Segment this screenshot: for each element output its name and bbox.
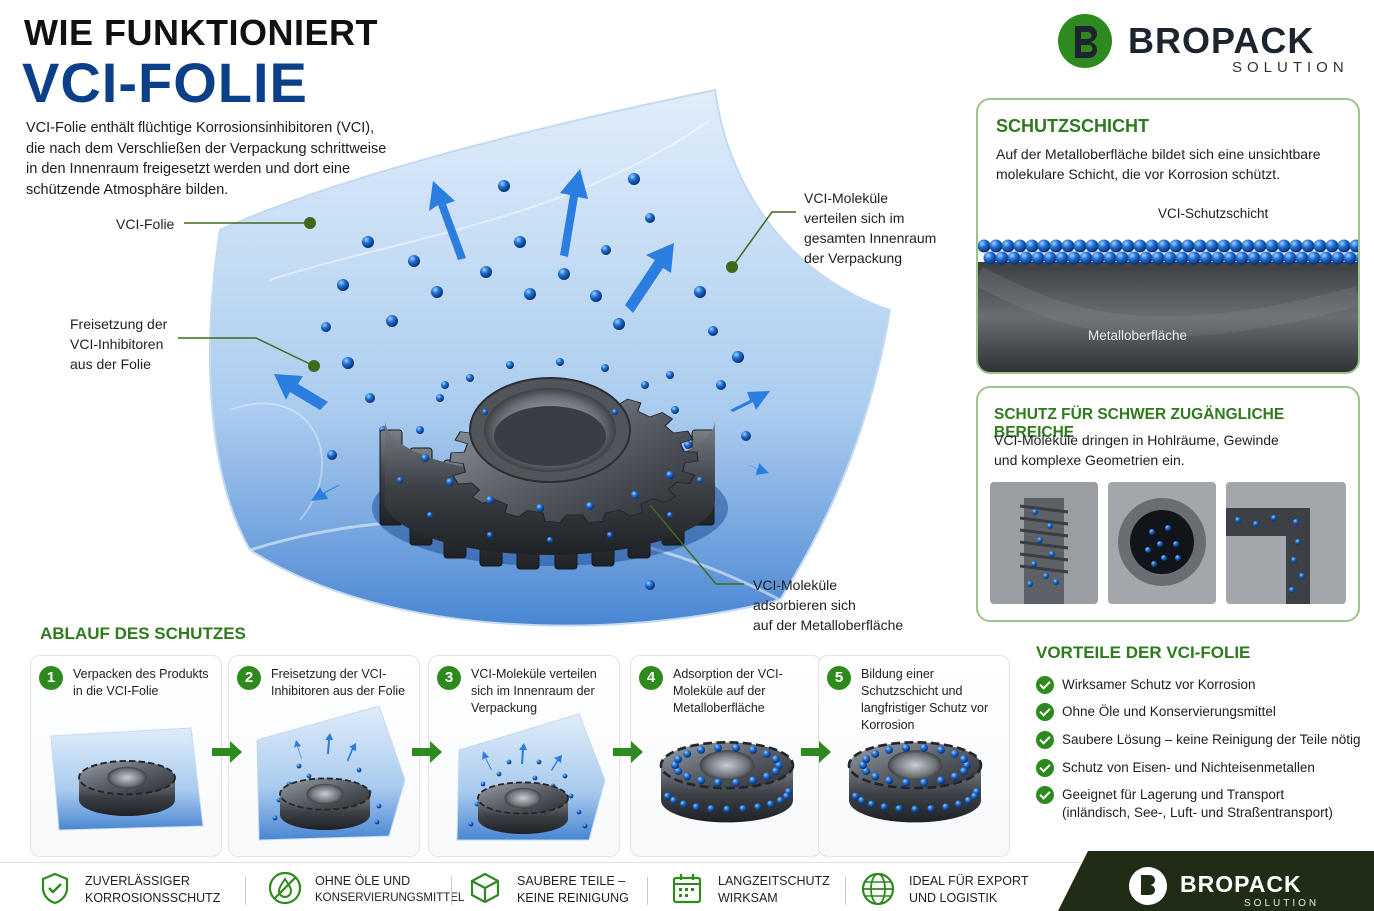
shield-check-icon [41, 872, 69, 905]
title-line-2: VCI-FOLIE [22, 51, 308, 114]
protective-layer-illustration [978, 239, 1358, 372]
step-2-illustration [256, 705, 406, 841]
zugaenglich-title: SCHUTZ FÜR SCHWER ZUGÄNGLICHE BEREICHE [994, 406, 1285, 441]
channel-image [1226, 482, 1346, 604]
footer-brand-corner [1058, 851, 1374, 911]
cavity-illustrations [990, 482, 1346, 604]
vorteil-item-1: Wirksamer Schutz vor Korrosion [1036, 676, 1256, 694]
check-icon [1036, 759, 1054, 777]
step-4: 4 Adsorption der VCI-Moleküle auf der Me… [630, 655, 822, 857]
vorteil-item-3: Saubere Lösung – keine Reinigung der Tei… [1036, 731, 1360, 749]
check-icon [1036, 676, 1054, 694]
schutzschicht-title: SCHUTZSCHICHT [996, 116, 1149, 136]
vorteile-title: VORTEILE DER VCI-FOLIE [1036, 643, 1251, 662]
panel-schutzschicht: SCHUTZSCHICHT Auf der Metalloberfläche b… [976, 98, 1360, 374]
panel-zugaenglich: SCHUTZ FÜR SCHWER ZUGÄNGLICHE BEREICHE V… [976, 386, 1360, 622]
callout-vci-folie: VCI-Folie [116, 216, 175, 232]
footer-brand-sub: SOLUTION [1244, 898, 1320, 909]
intro-text: VCI-Folie enthält flüchtige Korrosionsin… [26, 120, 387, 198]
step-1: 1 Verpacken des Produkts in die VCI-Foli… [30, 655, 222, 857]
release-arrows [274, 169, 770, 501]
vci-bag-illustration [209, 88, 892, 627]
globe-icon [861, 872, 895, 906]
vorteil-item-4: Schutz von Eisen- und Nichteisenmetallen [1036, 759, 1315, 777]
step-3: 3 VCI-Moleküle verteilen sich im Innenra… [428, 655, 620, 857]
thread-image [990, 482, 1098, 604]
step-2: 2 Freisetzung der VCI-Inhibitoren aus de… [228, 655, 420, 857]
step-1-illustration [50, 727, 204, 831]
hole-image [1108, 482, 1216, 604]
brand-sub: SOLUTION [1232, 59, 1349, 76]
step-4-illustration [659, 741, 795, 823]
no-oil-drop-icon [268, 871, 302, 905]
label-vci-schutzschicht: VCI-Schutzschicht [1158, 206, 1269, 221]
brand-name: BROPACK [1128, 20, 1315, 61]
schutzschicht-text: Auf der Metalloberfläche bildet sich ein… [996, 146, 1321, 182]
check-icon [1036, 703, 1054, 721]
zugaenglich-text: VCI-Moleküle dringen in Hohlräume, Gewin… [994, 432, 1279, 468]
vorteil-item-5: Geeignet für Lagerung und Transport(inlä… [1036, 786, 1333, 822]
step-3-illustration [456, 713, 606, 841]
footer-brand-name: BROPACK [1180, 871, 1302, 897]
calendar-icon [672, 874, 702, 904]
gear [372, 358, 728, 590]
check-icon [1036, 786, 1054, 804]
title-line-1: WIE FUNKTIONIERT [24, 12, 378, 53]
step-5-illustration [847, 741, 983, 823]
step-5: 5 Bildung einer Schutzschicht und langfr… [818, 655, 1010, 857]
bropack-logo-icon [1058, 14, 1112, 68]
vorteil-item-2: Ohne Öle und Konservierungsmittel [1036, 703, 1276, 721]
cube-icon [470, 872, 500, 904]
ablauf-title: ABLAUF DES SCHUTZES [40, 624, 246, 643]
label-metalloberflaeche: Metalloberfläche [1088, 328, 1188, 343]
feature-saubere-teile: SAUBERE TEILE –KEINE REINIGUNG [517, 874, 629, 905]
check-icon [1036, 731, 1054, 749]
